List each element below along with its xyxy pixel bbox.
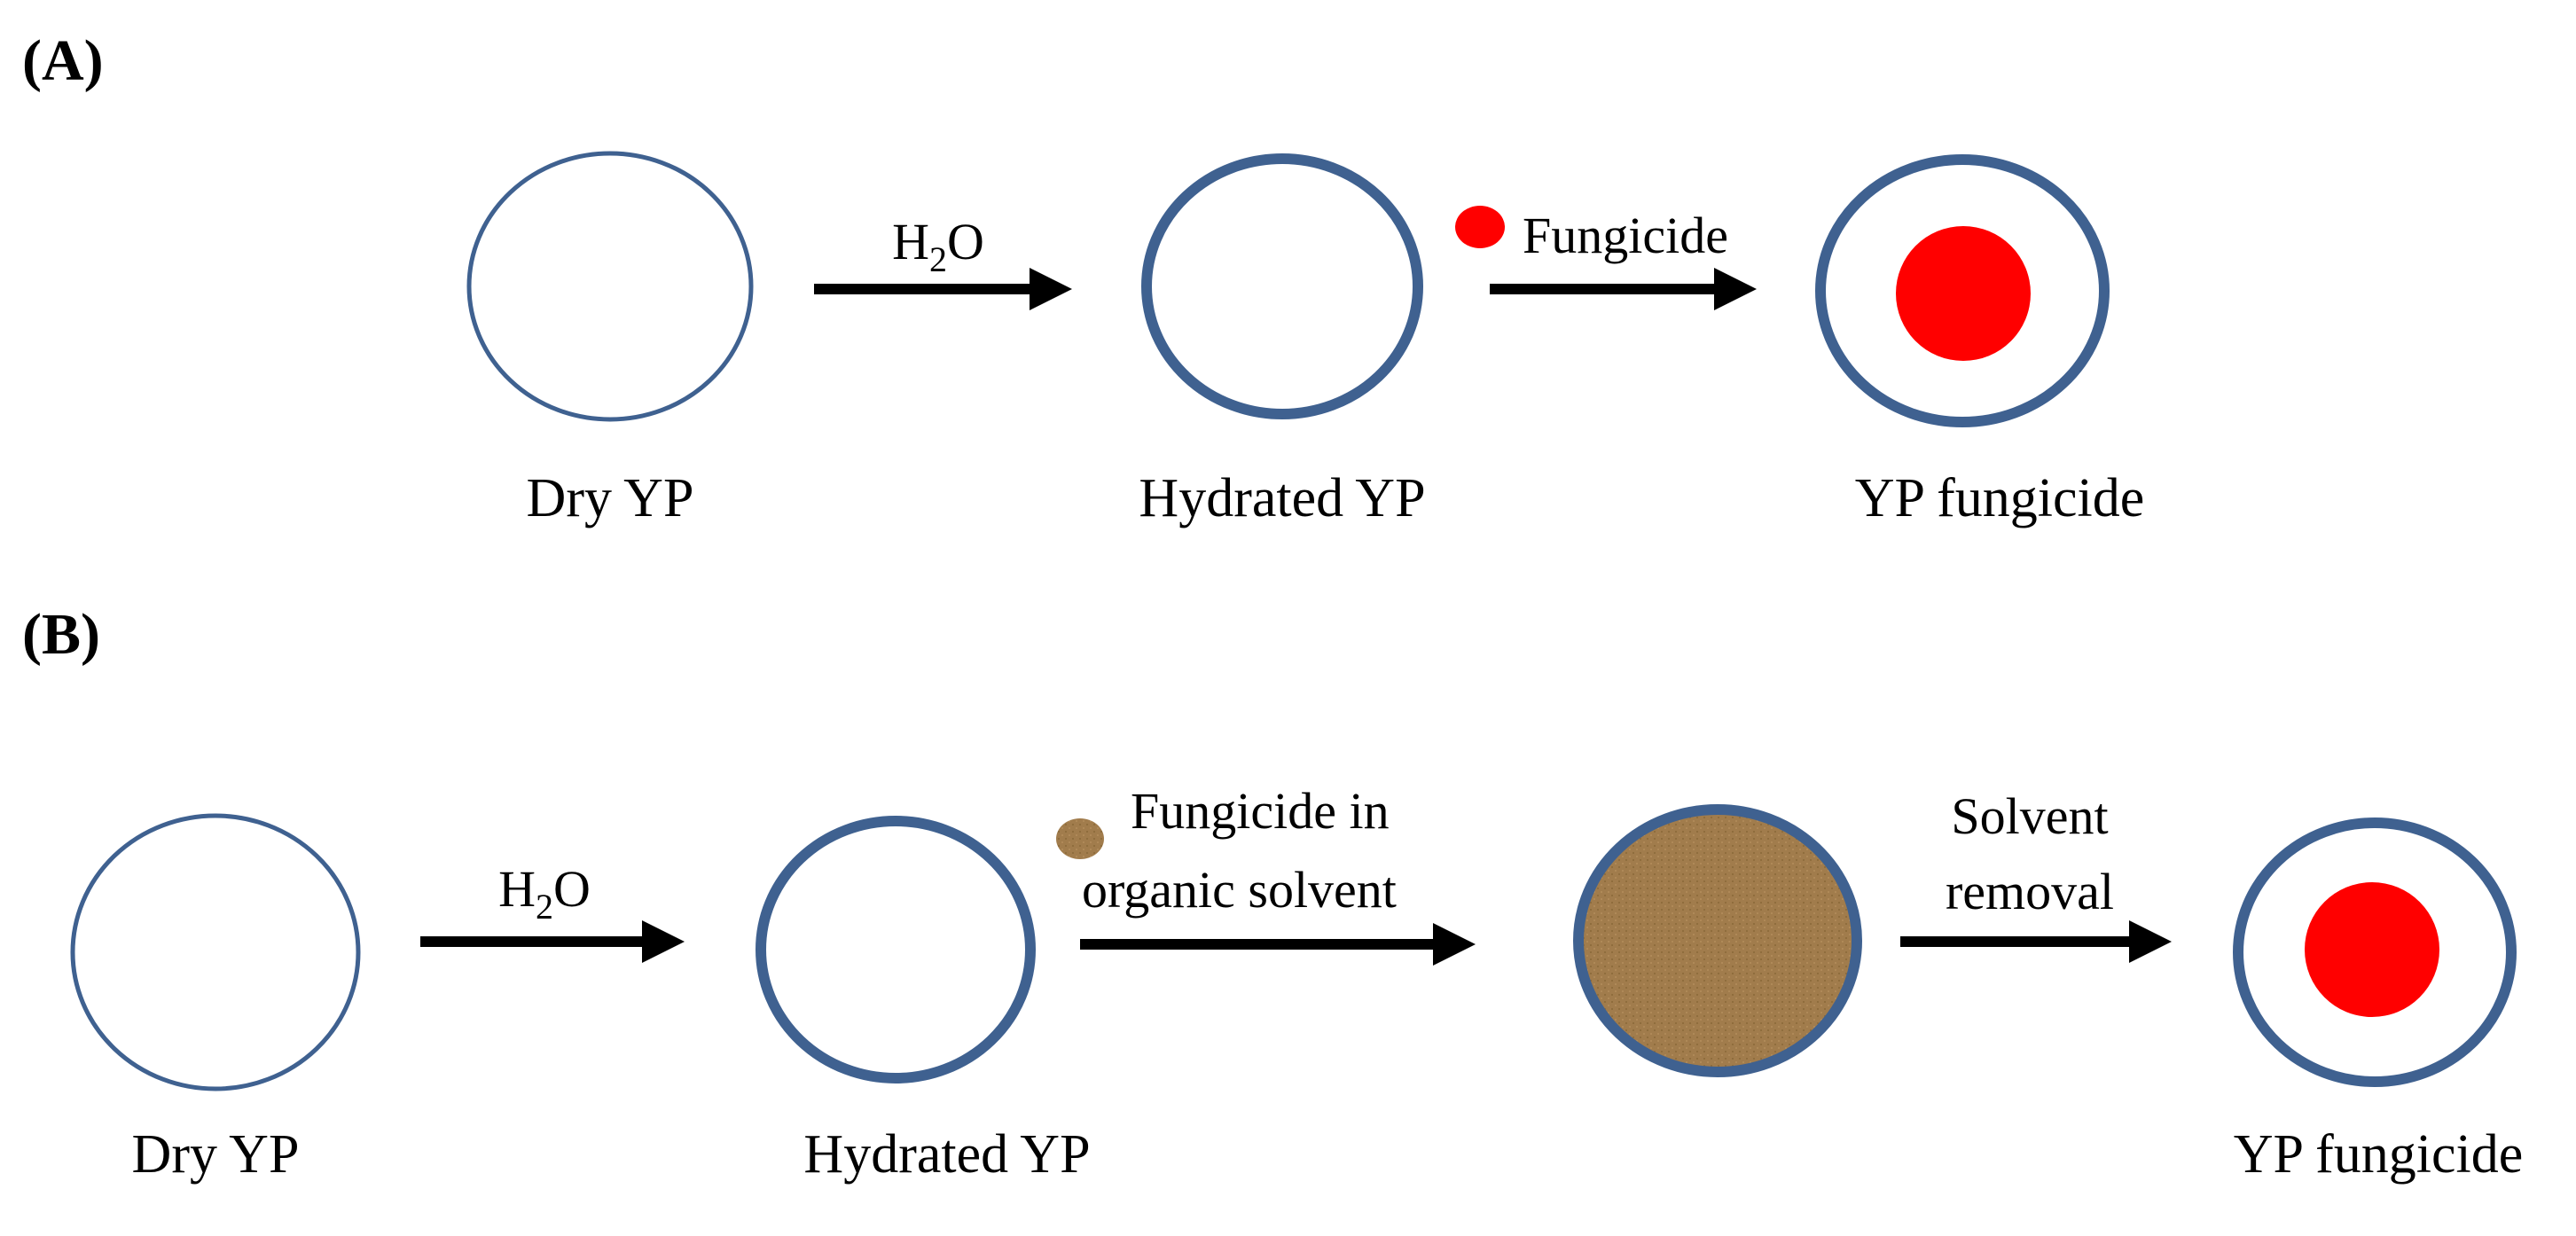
fungicide-arrow-label: Fungicide	[1523, 207, 1728, 264]
hydrated-yp-label: Hydrated YP	[1139, 468, 1425, 528]
solvent-arrow-label-line2: organic solvent	[1082, 861, 1397, 919]
encapsulated-fungicide-core	[2305, 882, 2439, 1017]
yp-fungicide-label: YP fungicide	[1855, 468, 2145, 528]
yp-fungicide-label: YP fungicide	[2234, 1124, 2524, 1185]
panel-a-label: (A)	[22, 28, 104, 93]
solvent-arrow-label-line1: Fungicide in	[1131, 782, 1390, 840]
removal-arrow-label-line2: removal	[1946, 863, 2114, 920]
water-label: H2O	[892, 213, 984, 279]
solvent-filled-yp-particle	[1573, 804, 1862, 1077]
panel-b-label: (B)	[22, 602, 100, 667]
dry-yp-particle	[466, 151, 754, 422]
panel-a: (A) Dry YP H2O Hydrated YP Fungicide YP …	[22, 28, 2144, 528]
removal-arrow-label-line1: Solvent	[1951, 787, 2108, 845]
fungicide-droplet-icon	[1455, 206, 1505, 248]
dry-yp-label: Dry YP	[527, 468, 694, 528]
panel-b: (B) Dry YP H2O Hydrated YP Fungicide in …	[22, 602, 2523, 1185]
encapsulated-fungicide-core	[1896, 226, 2031, 361]
dry-yp-particle	[70, 813, 361, 1091]
hydrated-yp-particle	[756, 816, 1036, 1083]
dry-yp-label: Dry YP	[132, 1124, 300, 1185]
hydrated-yp-label: Hydrated YP	[803, 1124, 1090, 1185]
hydrated-yp-particle	[1141, 153, 1423, 419]
water-label: H2O	[498, 860, 591, 927]
fungicide-solvent-droplet-icon	[1056, 818, 1104, 859]
